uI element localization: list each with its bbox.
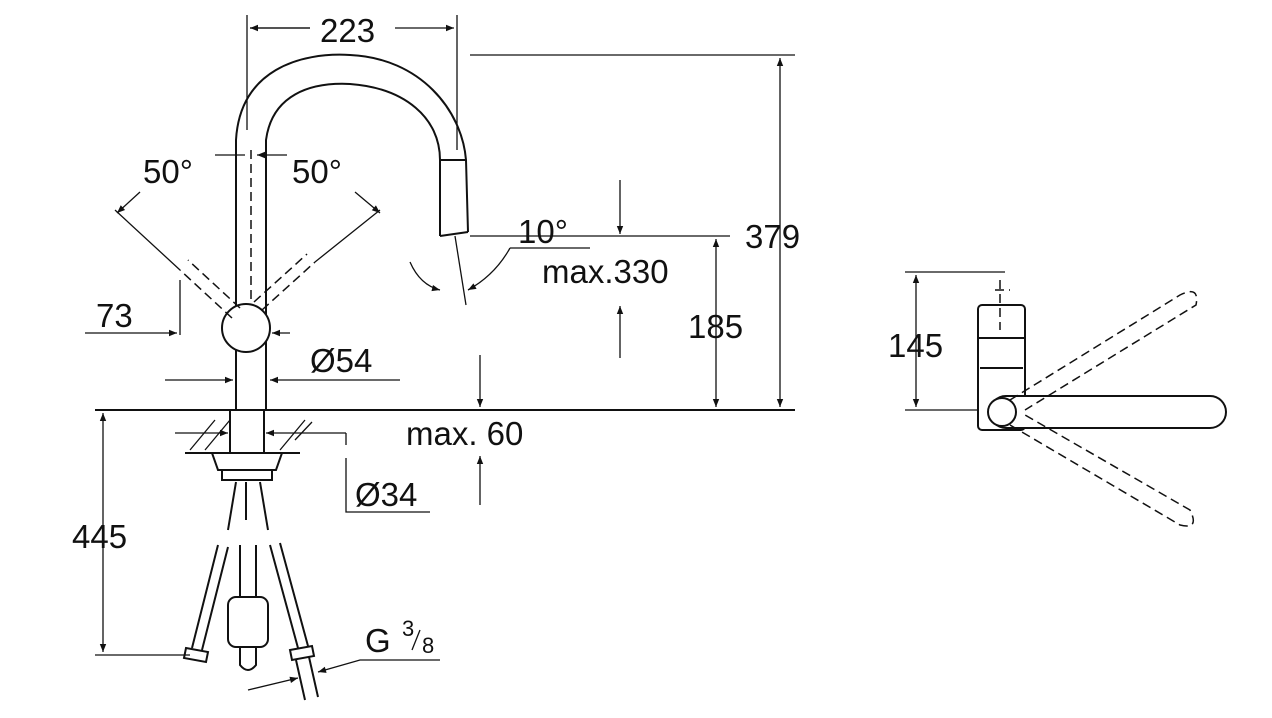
dim-145: 145 [888,327,943,364]
dim-max-60: max. 60 [406,415,523,452]
dim-185: 185 [688,308,743,345]
dim-10-deg: 10° [518,213,568,250]
dimension-lines [85,15,795,691]
dim-d34: Ø34 [355,476,417,513]
dim-50-right: 50° [292,153,342,190]
dim-50-left: 50° [143,153,193,190]
dim-max-330: max.330 [542,253,669,290]
lever-hub [221,303,271,353]
dim-d54: Ø54 [310,342,372,379]
dim-thread-den: 8 [422,633,434,658]
dim-thread-num: 3 [402,616,414,641]
dim-thread-g: G [365,622,391,659]
dim-73: 73 [96,297,133,334]
dim-379: 379 [745,218,800,255]
dim-445: 445 [72,518,127,555]
dim-223: 223 [320,12,375,49]
faucet-side-view [905,271,1227,527]
faucet-front-view [95,53,795,701]
dimension-labels: 223 379 185 50° 50° 10° max.330 73 Ø54 m… [72,12,943,659]
